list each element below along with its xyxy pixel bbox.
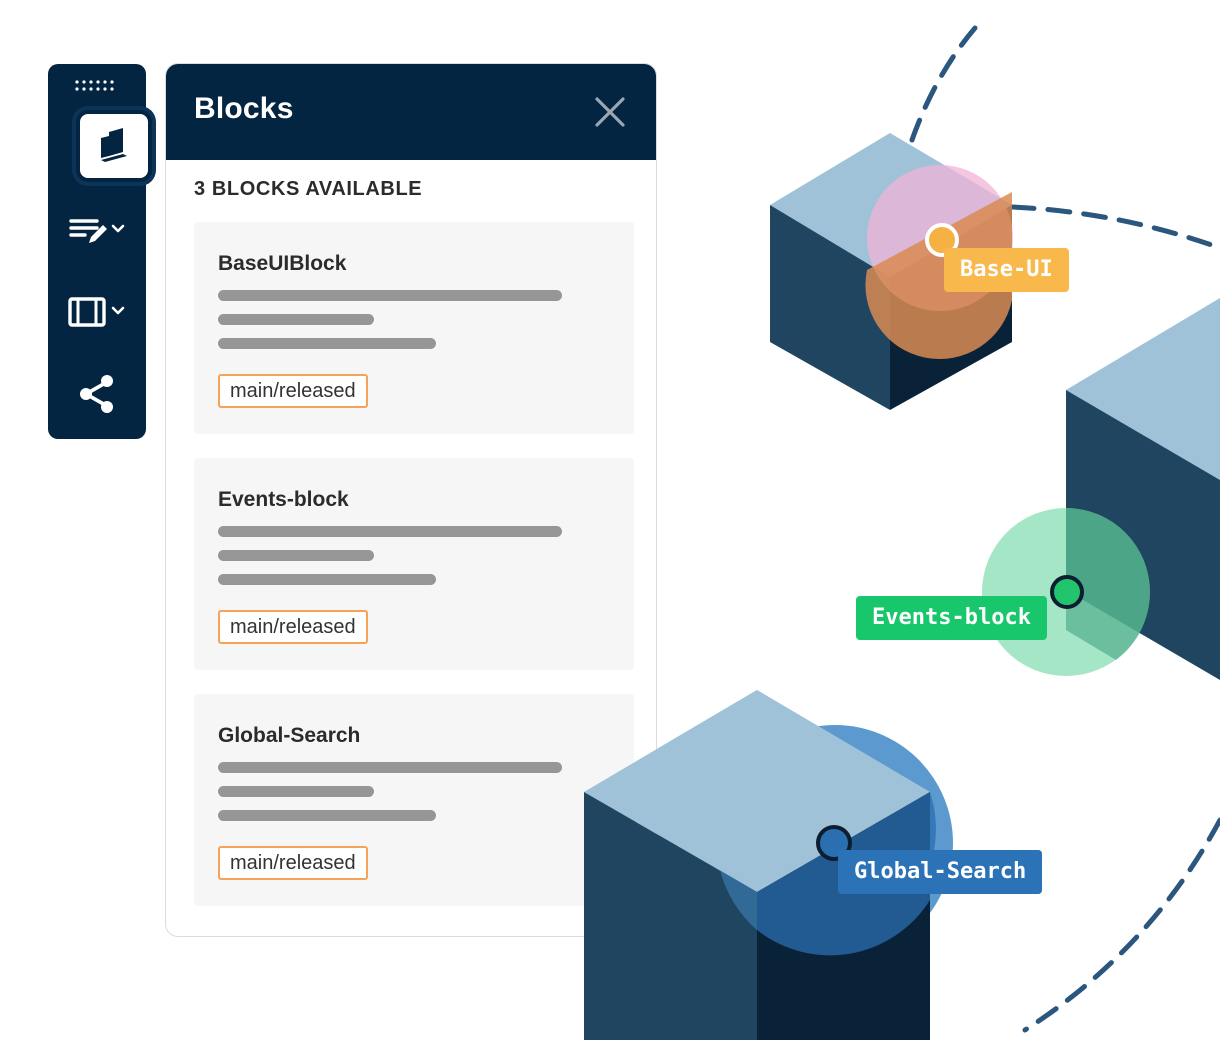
block-card-base-ui[interactable]: BaseUIBlock main/released [194,222,634,434]
edit-text-tool-button[interactable] [64,208,130,252]
close-icon[interactable] [592,94,628,130]
version-badge: main/released [218,610,368,644]
drag-grip-icon[interactable] [75,80,119,92]
block-name: Events-block [218,488,349,511]
version-badge: main/released [218,374,368,408]
placeholder-line [218,314,374,325]
version-badge: main/released [218,846,368,880]
chevron-down-icon [111,306,125,315]
placeholder-line [218,786,374,797]
base-ui-node-label[interactable]: Base-UI [944,248,1069,292]
edit-text-icon [69,219,125,243]
layout-tool-button[interactable] [64,290,130,334]
events-node-dot [1050,575,1084,609]
blocks-tool-button[interactable] [76,110,152,182]
placeholder-line [218,810,436,821]
placeholder-line [218,338,436,349]
global-search-node-label-front[interactable]: Global-Search [838,850,1043,894]
dashed-arc-bottom [1022,817,1220,1033]
blocks-icon [101,128,127,162]
layout-frame-icon [68,297,125,327]
panel-title: Blocks [194,92,294,125]
placeholder-line [218,526,562,537]
share-icon [80,375,113,413]
placeholder-line [218,762,562,773]
dashed-arc-top [909,25,978,143]
placeholder-line [218,574,436,585]
share-tool-button[interactable] [64,372,130,416]
dashed-arc-mid [1009,204,1220,251]
block-card-events[interactable]: Events-block main/released [194,458,634,670]
panel-header: Blocks [166,64,656,160]
placeholder-line [218,290,562,301]
chevron-down-icon [111,224,125,233]
blocks-count-label: 3 BLOCKS AVAILABLE [194,178,423,200]
blocks-panel: Blocks 3 BLOCKS AVAILABLE BaseUIBlock ma… [166,64,656,936]
placeholder-line [218,550,374,561]
base-ui-node-dot [925,223,959,257]
block-name: BaseUIBlock [218,252,347,275]
events-halo-overlap [1066,508,1151,660]
block-name: Global-Search [218,724,361,747]
side-toolbar [48,64,152,439]
block-card-global-search[interactable]: Global-Search main/released [194,694,634,906]
base-ui-halo-orange [865,192,1012,360]
events-node-label[interactable]: Events-block [856,596,1047,640]
